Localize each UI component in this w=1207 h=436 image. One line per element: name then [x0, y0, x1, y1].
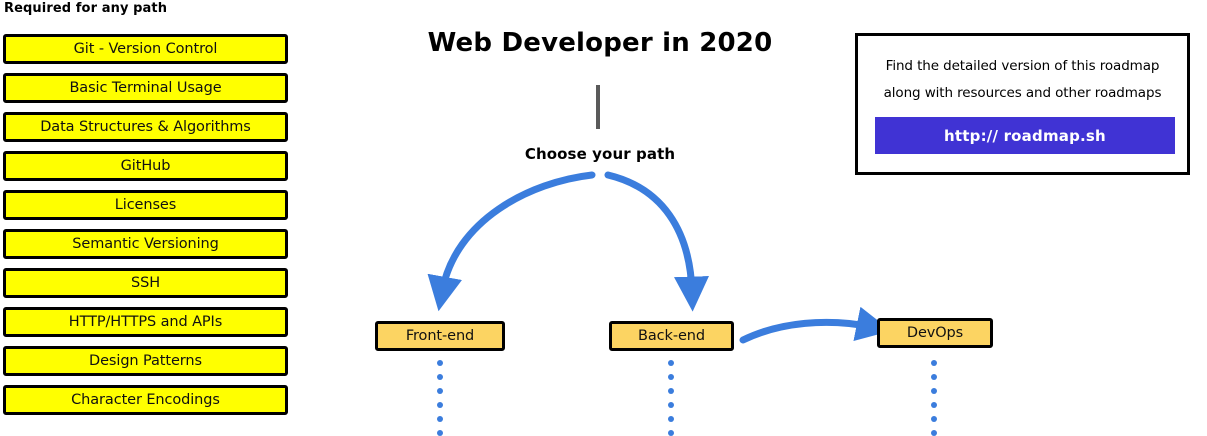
choose-your-path-label: Choose your path	[524, 145, 676, 163]
required-item-licenses[interactable]: Licenses	[3, 190, 288, 220]
required-item-label: Character Encodings	[71, 391, 220, 408]
dot	[437, 374, 443, 380]
required-item-data-structures[interactable]: Data Structures & Algorithms	[3, 112, 288, 142]
required-item-semantic-versioning[interactable]: Semantic Versioning	[3, 229, 288, 259]
required-item-label: HTTP/HTTPS and APIs	[68, 313, 223, 330]
required-item-label: Design Patterns	[89, 352, 202, 369]
required-section-heading: Required for any path	[4, 1, 168, 16]
required-item-git[interactable]: Git - Version Control	[3, 34, 288, 64]
required-section: Required for any path Git - Version Cont…	[0, 0, 300, 436]
info-box-line-2: along with resources and other roadmaps	[883, 85, 1162, 101]
arrow-to-frontend	[427, 171, 596, 312]
required-item-github[interactable]: GitHub	[3, 151, 288, 181]
dot	[931, 430, 937, 436]
dot	[931, 402, 937, 408]
dot	[668, 388, 674, 394]
required-item-ssh[interactable]: SSH	[3, 268, 288, 298]
required-item-label: Basic Terminal Usage	[69, 79, 222, 96]
dot	[437, 388, 443, 394]
arrow-backend-to-devops	[739, 306, 892, 344]
required-item-label: GitHub	[120, 157, 171, 174]
path-node-devops[interactable]: DevOps	[877, 318, 993, 348]
path-node-backend[interactable]: Back-end	[609, 321, 734, 351]
required-item-character-encodings[interactable]: Character Encodings	[3, 385, 288, 415]
path-node-frontend[interactable]: Front-end	[375, 321, 505, 351]
dot	[437, 360, 443, 366]
dot	[668, 430, 674, 436]
required-item-label: Licenses	[114, 196, 177, 213]
roadmap-url-label: http:// roadmap.sh	[944, 126, 1106, 145]
stem-connector-line	[596, 85, 600, 129]
required-item-label: Semantic Versioning	[72, 235, 219, 252]
path-node-label: Front-end	[405, 328, 475, 344]
required-item-label: Data Structures & Algorithms	[40, 118, 251, 135]
required-item-http-apis[interactable]: HTTP/HTTPS and APIs	[3, 307, 288, 337]
dot	[668, 360, 674, 366]
diagram-title: Web Developer in 2020	[427, 28, 773, 58]
dot	[931, 360, 937, 366]
dot	[437, 430, 443, 436]
required-item-label: SSH	[130, 274, 160, 291]
dot	[931, 388, 937, 394]
dot	[668, 402, 674, 408]
dot	[931, 416, 937, 422]
branch-arrows	[427, 171, 892, 344]
dotted-continuation-devops	[931, 360, 937, 436]
required-item-design-patterns[interactable]: Design Patterns	[3, 346, 288, 376]
dotted-continuation-frontend	[437, 360, 443, 436]
dot	[668, 374, 674, 380]
required-items-list: Git - Version Control Basic Terminal Usa…	[3, 34, 289, 424]
dot	[668, 416, 674, 422]
arrow-to-backend	[604, 171, 709, 312]
dot	[931, 374, 937, 380]
required-item-terminal[interactable]: Basic Terminal Usage	[3, 73, 288, 103]
path-node-label: Back-end	[638, 328, 705, 344]
info-box-line-1: Find the detailed version of this roadma…	[885, 58, 1160, 74]
roadmap-url-button[interactable]: http:// roadmap.sh	[875, 117, 1175, 154]
path-node-label: DevOps	[906, 325, 964, 341]
info-box: Find the detailed version of this roadma…	[855, 33, 1190, 175]
dot	[437, 416, 443, 422]
required-item-label: Git - Version Control	[73, 40, 218, 57]
dot	[437, 402, 443, 408]
dotted-continuation-backend	[668, 360, 674, 436]
